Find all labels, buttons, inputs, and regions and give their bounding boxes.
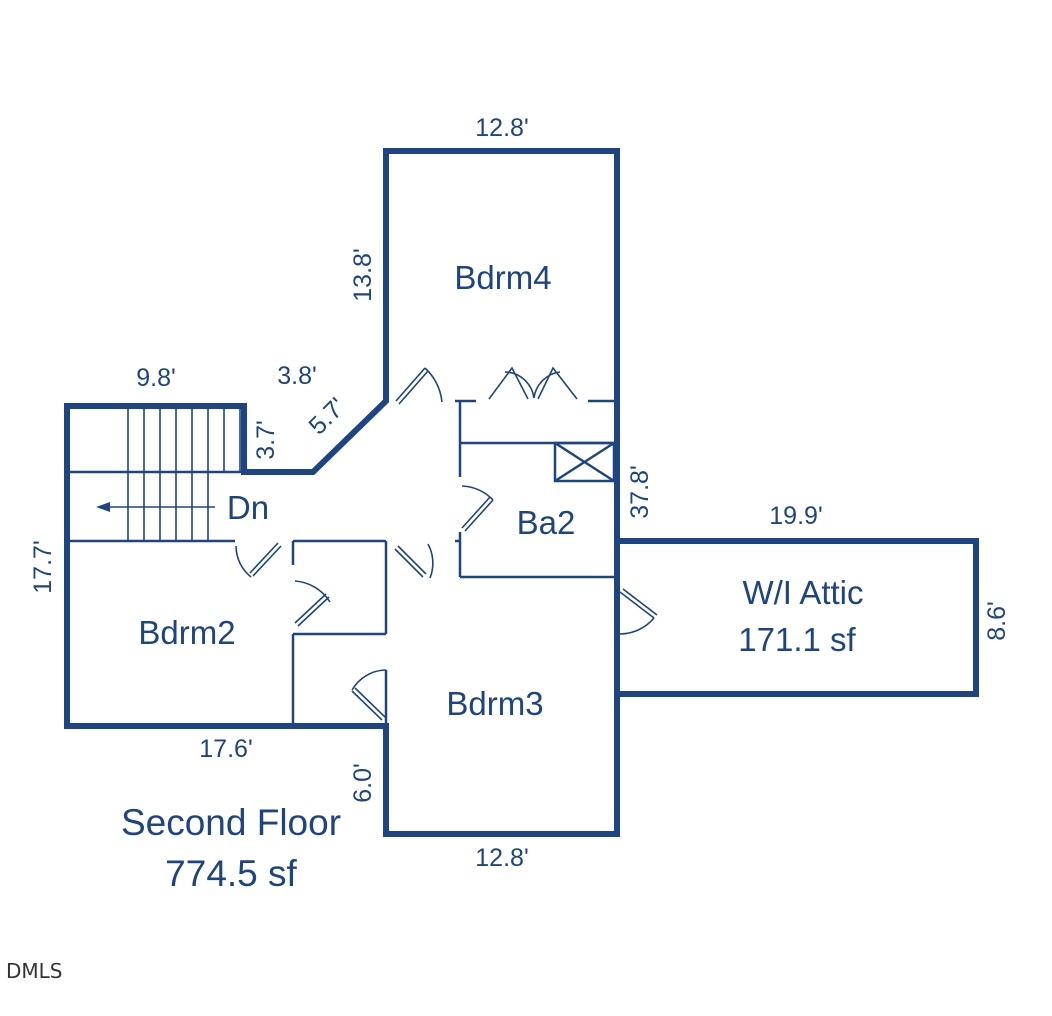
room-label-bdrm2: Bdrm2 (138, 614, 235, 651)
watermark: DMLS (6, 959, 63, 983)
dimension-landing-top: 3.8' (277, 362, 317, 390)
dimension-attic-right: 8.6' (983, 601, 1011, 641)
dimension-stair-top: 9.8' (136, 364, 176, 392)
attic-outline (614, 538, 979, 697)
exterior-walls (64, 148, 979, 837)
dimension-bdrm4-left: 13.8' (349, 248, 377, 301)
dimension-right-side: 37.8' (626, 465, 654, 518)
dimension-bottom-left: 17.6' (199, 735, 252, 763)
dimension-diagonal: 5.7' (303, 392, 351, 440)
room-label-bdrm3: Bdrm3 (446, 685, 543, 722)
room-label-attic: W/I Attic (742, 574, 863, 611)
attic-area: 171.1 sf (738, 621, 856, 658)
floor-title: Second Floor (121, 802, 341, 843)
dimension-bdrm3-left: 6.0' (349, 763, 377, 803)
room-label-ba2: Ba2 (517, 504, 576, 541)
arrow-left-icon (96, 502, 215, 512)
dimension-stair-right: 3.7' (252, 420, 280, 460)
door-swing-icon (235, 366, 658, 721)
interior-walls (67, 399, 617, 726)
floor-area: 774.5 sf (165, 853, 297, 894)
dimension-bdrm4-top: 12.8' (475, 114, 528, 142)
dimension-attic-top: 19.9' (769, 502, 822, 530)
x-box-icon (553, 441, 616, 483)
main-outline (64, 148, 620, 837)
dimension-left-side: 17.7' (29, 540, 57, 593)
room-label-bdrm4: Bdrm4 (454, 259, 551, 296)
stair-label: Dn (227, 489, 269, 526)
staircase (67, 406, 244, 541)
dimension-bottom: 12.8' (475, 844, 528, 872)
